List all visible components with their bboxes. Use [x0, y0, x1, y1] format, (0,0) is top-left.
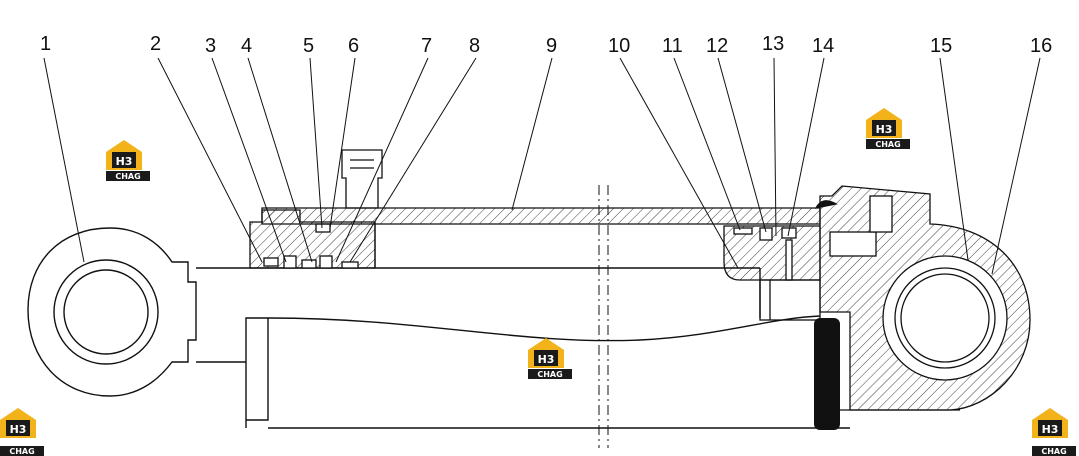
watermark-logo: H3 CHAG [0, 408, 44, 456]
callout-1: 1 [40, 33, 51, 55]
callout-8: 8 [469, 35, 480, 57]
callout-4: 4 [241, 35, 252, 57]
piston-rod [196, 267, 850, 429]
callout-12: 12 [706, 35, 728, 57]
callout-14: 14 [812, 35, 834, 57]
piston-band [814, 318, 840, 430]
logo-caption-5: CHAG [1041, 447, 1066, 456]
callout-11: 11 [662, 35, 683, 57]
logo-mark-4: H3 [10, 423, 27, 436]
callout-2: 2 [150, 33, 161, 55]
watermark-logo: H3 CHAG [1032, 408, 1076, 456]
logo-caption-4: CHAG [9, 447, 34, 456]
logo-mark-2: H3 [876, 123, 893, 136]
callout-9: 9 [546, 35, 557, 57]
logo-caption-3: CHAG [537, 370, 562, 379]
rod-eye-left [27, 227, 197, 397]
logo-caption-2: CHAG [875, 140, 900, 149]
logo-caption-1: CHAG [115, 172, 140, 181]
callout-10: 10 [608, 35, 630, 57]
callout-numbers: 1 2 3 4 5 6 7 8 9 10 11 12 13 14 15 16 [40, 33, 1052, 57]
logo-mark-3: H3 [538, 353, 555, 366]
watermark-logo: H3 CHAG [106, 140, 150, 181]
piston [723, 225, 821, 321]
callout-16: 16 [1030, 35, 1052, 57]
callout-15: 15 [930, 35, 952, 57]
break-line [598, 185, 609, 448]
callout-13: 13 [762, 33, 784, 55]
leader-lines [43, 57, 1041, 275]
callout-6: 6 [348, 35, 359, 57]
callout-3: 3 [205, 35, 216, 57]
logo-mark-5: H3 [1042, 423, 1059, 436]
watermark-logo: H3 CHAG [866, 108, 910, 149]
callout-7: 7 [421, 35, 432, 57]
logo-mark-1: H3 [116, 155, 133, 168]
oil-port [341, 149, 383, 209]
watermark-logo: H3 CHAG [528, 338, 572, 379]
cylinder-base-right [814, 185, 1031, 411]
callout-5: 5 [303, 35, 314, 57]
